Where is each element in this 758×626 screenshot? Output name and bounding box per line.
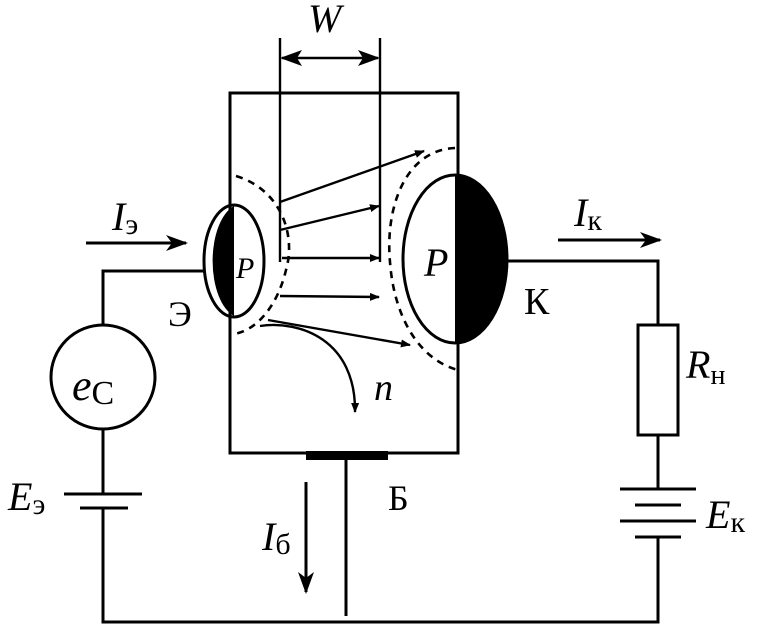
base-current-label: Iб [261,514,291,561]
emitter-current-label: Iэ [111,194,138,241]
collector-wire [508,259,660,325]
base-contact [306,451,388,460]
collector-current-label: Iк [573,190,602,237]
emitter-wire [101,269,205,326]
emitter-p-label: P [235,252,254,285]
collector-depletion-boundary [387,146,459,372]
load-resistor [636,323,680,437]
load-label: Rн [685,342,725,391]
collector-emf-label: Eк [705,492,745,539]
emitter-emf-label: Eэ [7,474,45,521]
n-region-label: n [374,367,393,409]
collector-p-label: P [423,240,448,285]
collector-label: К [524,281,550,323]
collector-p-region: P [401,173,509,345]
emitter-return-wire [101,508,660,624]
base-label: Б [388,478,409,518]
carrier-arrows [259,149,425,413]
emitter-depletion-boundary [233,174,291,336]
emitter-p-region: P [202,203,266,319]
signal-source-label: eС [72,361,114,412]
width-label: W [308,0,345,41]
emitter-label: Э [168,294,192,334]
